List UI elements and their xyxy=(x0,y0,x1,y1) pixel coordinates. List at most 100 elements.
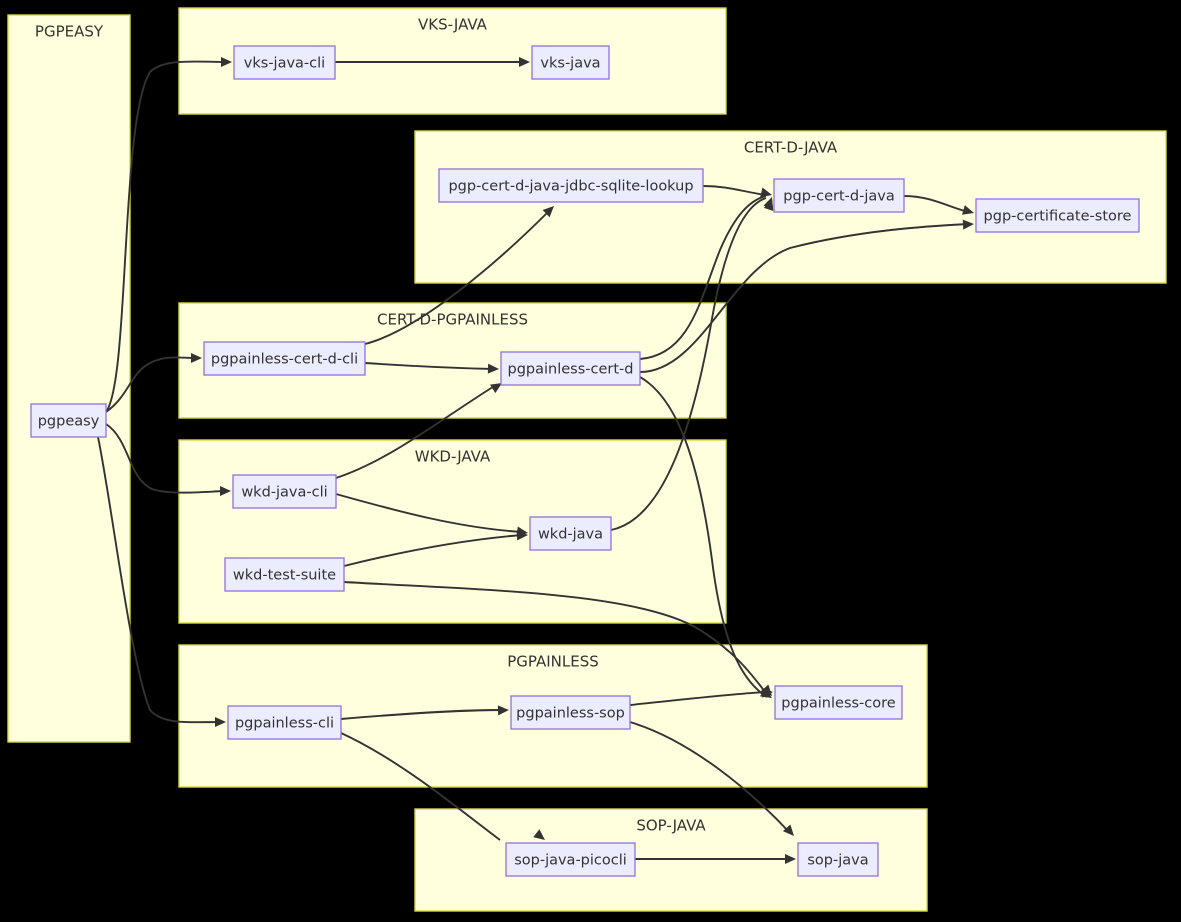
node-box-pgp-certificate-store[interactable] xyxy=(975,198,1140,233)
node-box-vks-java[interactable] xyxy=(531,45,610,80)
edge-pgpainless-sop-to-sop-java xyxy=(629,721,791,834)
edge-arrowhead xyxy=(763,199,774,212)
node-label-pgpainless-core: pgpainless-core xyxy=(781,696,895,712)
edge-pgpeasy-to-wkd-java-cli xyxy=(105,423,226,494)
edge-wkd-java-to-pgp-cert-d-java xyxy=(610,197,767,531)
node-box-pgpainless-core[interactable] xyxy=(774,685,903,720)
edge-arrowhead xyxy=(487,363,499,374)
edge-pgpainless-cert-d-to-pgpainless-core xyxy=(639,376,768,698)
node-box-pgp-cert-d-java-jdbc-sqlite-lookup[interactable] xyxy=(438,168,704,203)
edge-pgpeasy-to-vks-java-cli xyxy=(105,60,227,413)
node-vks-java-cli[interactable]: vks-java-cli xyxy=(233,45,336,80)
node-label-wkd-test-suite: wkd-test-suite xyxy=(233,568,336,584)
cluster-pgpeasy: PGPEASY xyxy=(7,14,131,743)
node-vks-java[interactable]: vks-java xyxy=(531,45,610,80)
edges-layer xyxy=(97,60,969,860)
edge-pgpeasy-to-pgpainless-cert-d-cli xyxy=(105,356,197,413)
node-pgp-cert-d-java[interactable]: pgp-cert-d-java xyxy=(773,178,905,213)
node-sop-java[interactable]: sop-java xyxy=(797,842,879,877)
edge-pgp-cert-d-java-jdbc-sqlite-lookup-to-pgp-cert-d-java xyxy=(702,185,767,196)
edge-arrowhead xyxy=(761,687,773,698)
edge-pgpainless-sop-to-pgpainless-core xyxy=(629,691,768,706)
node-pgpainless-core[interactable]: pgpainless-core xyxy=(774,685,903,720)
node-label-pgpainless-sop: pgpainless-sop xyxy=(516,706,625,722)
edge-pgpainless-cert-d-to-pgp-certificate-store xyxy=(639,223,969,373)
edge-arrowhead xyxy=(215,717,226,727)
node-box-pgp-cert-d-java[interactable] xyxy=(773,178,905,213)
edge-arrowhead xyxy=(490,383,502,394)
node-box-sop-java[interactable] xyxy=(797,842,879,877)
edge-pgpainless-cert-d-cli-to-pgpainless-cert-d xyxy=(364,362,494,370)
node-label-pgp-cert-d-java: pgp-cert-d-java xyxy=(783,189,894,205)
node-box-sop-java-picocli[interactable] xyxy=(505,842,636,877)
edge-arrowhead xyxy=(962,219,974,230)
cluster-box-wkd_java xyxy=(178,439,727,624)
node-wkd-java[interactable]: wkd-java xyxy=(529,516,612,551)
edge-arrowhead xyxy=(542,206,554,218)
node-box-pgpainless-sop[interactable] xyxy=(510,695,631,730)
edge-arrowhead xyxy=(782,824,794,836)
node-label-sop-java: sop-java xyxy=(807,853,868,869)
edge-pgpainless-cli-to-pgpainless-sop xyxy=(340,709,504,720)
cluster-wkd_java: WKD-JAVA xyxy=(178,439,727,624)
nodes-layer: pgpeasy vks-java-cli vks-java pgp-cert-d-ja… xyxy=(30,45,1140,877)
edge-arrowhead xyxy=(516,530,528,541)
node-label-pgpainless-cert-d-cli: pgpainless-cert-d-cli xyxy=(211,352,358,368)
node-pgpainless-cert-d-cli[interactable]: pgpainless-cert-d-cli xyxy=(203,341,366,376)
cluster-label-wkd_java: WKD-JAVA xyxy=(415,448,491,466)
edge-arrowhead xyxy=(221,57,232,67)
cluster-label-sop_java: SOP-JAVA xyxy=(636,817,706,835)
node-label-sop-java-picocli: sop-java-picocli xyxy=(514,853,627,869)
node-pgp-cert-d-java-jdbc-sqlite-lookup[interactable]: pgp-cert-d-java-jdbc-sqlite-lookup xyxy=(438,168,704,203)
edge-arrowhead xyxy=(962,205,974,215)
edge-pgpainless-cli-to-sop-java-picocli xyxy=(340,732,501,841)
clusters-layer: PGPEASY VKS-JAVA CERT-D-JAVA CERT-D-PGPAINL… xyxy=(7,7,1167,912)
edge-arrowhead xyxy=(785,854,796,864)
node-label-pgpainless-cli: pgpainless-cli xyxy=(235,716,334,732)
node-wkd-java-cli[interactable]: wkd-java-cli xyxy=(232,474,337,509)
edge-arrowhead xyxy=(497,705,509,716)
node-pgpainless-cert-d[interactable]: pgpainless-cert-d xyxy=(500,351,641,386)
node-pgpainless-sop[interactable]: pgpainless-sop xyxy=(510,695,631,730)
edge-wkd-test-suite-to-pgpainless-core xyxy=(343,581,768,695)
edge-arrowhead xyxy=(519,57,530,67)
node-label-pgp-certificate-store: pgp-certificate-store xyxy=(984,209,1132,225)
node-label-pgp-cert-d-java-jdbc-sqlite-lookup: pgp-cert-d-java-jdbc-sqlite-lookup xyxy=(448,179,693,195)
node-box-pgpainless-cli[interactable] xyxy=(227,705,342,740)
node-box-vks-java-cli[interactable] xyxy=(233,45,336,80)
node-box-wkd-java-cli[interactable] xyxy=(232,474,337,509)
edge-arrowhead xyxy=(760,187,772,198)
node-pgpeasy[interactable]: pgpeasy xyxy=(30,403,107,438)
node-label-vks-java: vks-java xyxy=(540,56,600,72)
node-label-wkd-java: wkd-java xyxy=(538,527,603,543)
edge-arrowhead xyxy=(220,486,231,496)
node-box-pgpainless-cert-d-cli[interactable] xyxy=(203,341,366,376)
cluster-label-cert_d_java: CERT-D-JAVA xyxy=(744,139,838,157)
node-sop-java-picocli[interactable]: sop-java-picocli xyxy=(505,842,636,877)
edge-arrowhead xyxy=(191,353,202,363)
edge-arrowhead xyxy=(533,829,545,840)
arrowheads-layer xyxy=(191,57,974,864)
node-box-wkd-java[interactable] xyxy=(529,516,612,551)
node-label-pgpeasy: pgpeasy xyxy=(38,414,100,430)
cluster-label-pgpeasy: PGPEASY xyxy=(35,23,104,41)
node-pgpainless-cli[interactable]: pgpainless-cli xyxy=(227,705,342,740)
cluster-label-vks_java: VKS-JAVA xyxy=(418,16,488,34)
cluster-label-cert_d_pgpainless: CERT-D-PGPAINLESS xyxy=(377,311,528,329)
node-label-pgpainless-cert-d: pgpainless-cert-d xyxy=(508,362,634,378)
edge-pgpeasy-to-pgpainless-cli xyxy=(97,436,221,724)
edge-wkd-test-suite-to-wkd-java xyxy=(343,534,523,567)
node-pgp-certificate-store[interactable]: pgp-certificate-store xyxy=(975,198,1140,233)
edge-wkd-java-cli-to-wkd-java xyxy=(335,493,523,533)
node-wkd-test-suite[interactable]: wkd-test-suite xyxy=(224,557,345,592)
edge-pgp-cert-d-java-to-pgp-certificate-store xyxy=(903,195,969,213)
edge-pgpainless-cert-d-to-pgp-cert-d-java xyxy=(639,195,767,360)
edge-wkd-java-cli-to-pgpainless-cert-d xyxy=(335,384,497,479)
edge-pgpainless-cert-d-cli-to-pgp-cert-d-java-jdbc-sqlite-lookup xyxy=(364,211,549,345)
cluster-label-pgpainless: PGPAINLESS xyxy=(507,653,599,671)
node-box-pgpeasy[interactable] xyxy=(30,403,107,438)
node-box-pgpainless-cert-d[interactable] xyxy=(500,351,641,386)
node-box-wkd-test-suite[interactable] xyxy=(224,557,345,592)
